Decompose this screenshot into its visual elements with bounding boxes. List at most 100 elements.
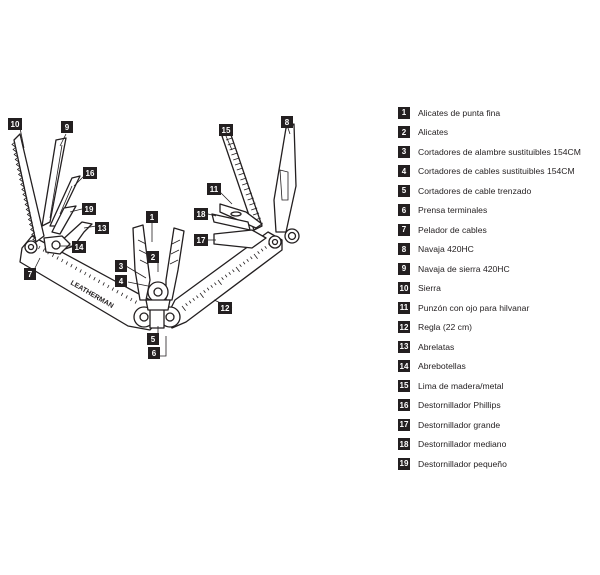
- callout-16: 16: [83, 167, 97, 179]
- legend-number: 1: [398, 106, 410, 119]
- legend-label: Prensa terminales: [418, 205, 488, 216]
- callout-7: 7: [24, 268, 36, 280]
- callout-12: 12: [218, 302, 232, 314]
- svg-text:9: 9: [65, 123, 70, 132]
- legend-number: 16: [398, 399, 410, 412]
- svg-text:8: 8: [285, 118, 290, 127]
- legend-number: 18: [398, 438, 410, 451]
- svg-text:11: 11: [210, 185, 219, 194]
- svg-text:4: 4: [119, 277, 124, 286]
- callout-1: 1: [146, 211, 158, 223]
- callout-18: 18: [194, 208, 208, 220]
- legend-number: 14: [398, 360, 410, 373]
- legend-item-1: 1 Alicates de punta fina: [398, 103, 598, 123]
- callout-5: 5: [147, 333, 159, 345]
- svg-text:6: 6: [152, 349, 157, 358]
- serrated-knife: [41, 137, 67, 227]
- legend-label: Lima de madera/metal: [418, 380, 504, 391]
- legend-item-12: 12 Regla (22 cm): [398, 318, 598, 338]
- saw-blade: [11, 133, 45, 243]
- legend-label: Abrelatas: [418, 341, 455, 352]
- svg-text:13: 13: [98, 224, 107, 233]
- legend-item-9: 9 Navaja de sierra 420HC: [398, 259, 598, 279]
- legend-item-2: 2 Alicates: [398, 123, 598, 143]
- svg-text:3: 3: [119, 262, 124, 271]
- callout-14: 14: [72, 241, 86, 253]
- callout-2: 2: [147, 251, 159, 263]
- legend-number: 5: [398, 184, 410, 197]
- legend-label: Destornillador Phillips: [418, 400, 501, 411]
- legend-number: 7: [398, 223, 410, 236]
- legend-number: 6: [398, 204, 410, 217]
- large-driver: [213, 229, 267, 249]
- legend-label: Regla (22 cm): [418, 322, 472, 333]
- callout-15: 15: [219, 124, 233, 136]
- legend-item-18: 18 Destornillador mediano: [398, 435, 598, 455]
- legend-item-16: 16 Destornillador Phillips: [398, 396, 598, 416]
- callout-8: 8: [281, 116, 293, 128]
- needlenose-pliers: [132, 224, 185, 311]
- legend-item-13: 13 Abrelatas: [398, 337, 598, 357]
- svg-text:12: 12: [221, 304, 230, 313]
- leader-lines: [19, 127, 291, 357]
- svg-text:17: 17: [197, 236, 206, 245]
- legend-label: Alicates de punta fina: [418, 107, 501, 118]
- svg-text:5: 5: [151, 335, 156, 344]
- legend-number: 10: [398, 282, 410, 295]
- legend-number: 19: [398, 457, 410, 470]
- legend-number: 9: [398, 262, 410, 275]
- legend-label: Cortadores de alambre sustituibles 154CM: [418, 146, 581, 157]
- legend-item-4: 4 Cortadores de cables sustituibles 154CM: [398, 162, 598, 182]
- legend-number: 15: [398, 379, 410, 392]
- legend-label: Sierra: [418, 283, 441, 294]
- bottle-opener: [43, 235, 71, 255]
- svg-text:19: 19: [85, 205, 94, 214]
- legend-item-3: 3 Cortadores de alambre sustituibles 154C…: [398, 142, 598, 162]
- callout-6: 6: [148, 347, 160, 359]
- right-handle-ruler: [165, 231, 283, 329]
- callout-11: 11: [207, 183, 221, 195]
- wood-metal-file: [221, 131, 263, 231]
- callout-17: 17: [194, 234, 208, 246]
- legend-label: Cortadores de cables sustituibles 154CM: [418, 166, 575, 177]
- small-driver: [51, 205, 77, 235]
- legend-label: Pelador de cables: [418, 224, 487, 235]
- legend-item-7: 7 Pelador de cables: [398, 220, 598, 240]
- legend-number: 8: [398, 243, 410, 256]
- legend-item-15: 15 Lima de madera/metal: [398, 376, 598, 396]
- callout-4: 4: [115, 275, 127, 287]
- legend-number: 2: [398, 126, 410, 139]
- svg-text:1: 1: [150, 213, 155, 222]
- legend-number: 3: [398, 145, 410, 158]
- legend-label: Destornillador pequeño: [418, 458, 507, 469]
- callout-3: 3: [115, 260, 127, 272]
- legend-number: 12: [398, 321, 410, 334]
- svg-text:16: 16: [86, 169, 95, 178]
- svg-text:2: 2: [151, 253, 156, 262]
- pivot-head: [133, 305, 181, 329]
- legend-label: Abrebotellas: [418, 361, 466, 372]
- legend-label: Alicates: [418, 127, 449, 138]
- callout-10: 10: [8, 118, 22, 130]
- plain-knife: [273, 123, 300, 244]
- legend-item-14: 14 Abrebotellas: [398, 357, 598, 377]
- legend-number: 4: [398, 165, 410, 178]
- legend-number: 13: [398, 340, 410, 353]
- legend-item-11: 11 Punzón con ojo para hilvanar: [398, 298, 598, 318]
- legend-item-5: 5 Cortadores de cable trenzado: [398, 181, 598, 201]
- callout-13: 13: [95, 222, 109, 234]
- svg-text:18: 18: [197, 210, 206, 219]
- callout-9: 9: [61, 121, 73, 133]
- legend-item-10: 10 Sierra: [398, 279, 598, 299]
- legend-label: Punzón con ojo para hilvanar: [418, 302, 530, 313]
- svg-text:10: 10: [11, 120, 20, 129]
- svg-text:7: 7: [28, 270, 33, 279]
- legend-label: Cortadores de cable trenzado: [418, 185, 532, 196]
- legend-number: 11: [398, 301, 410, 314]
- legend-label: Destornillador mediano: [418, 439, 507, 450]
- legend-number: 17: [398, 418, 410, 431]
- legend-label: Navaja de sierra 420HC: [418, 263, 510, 274]
- awl: [219, 203, 263, 229]
